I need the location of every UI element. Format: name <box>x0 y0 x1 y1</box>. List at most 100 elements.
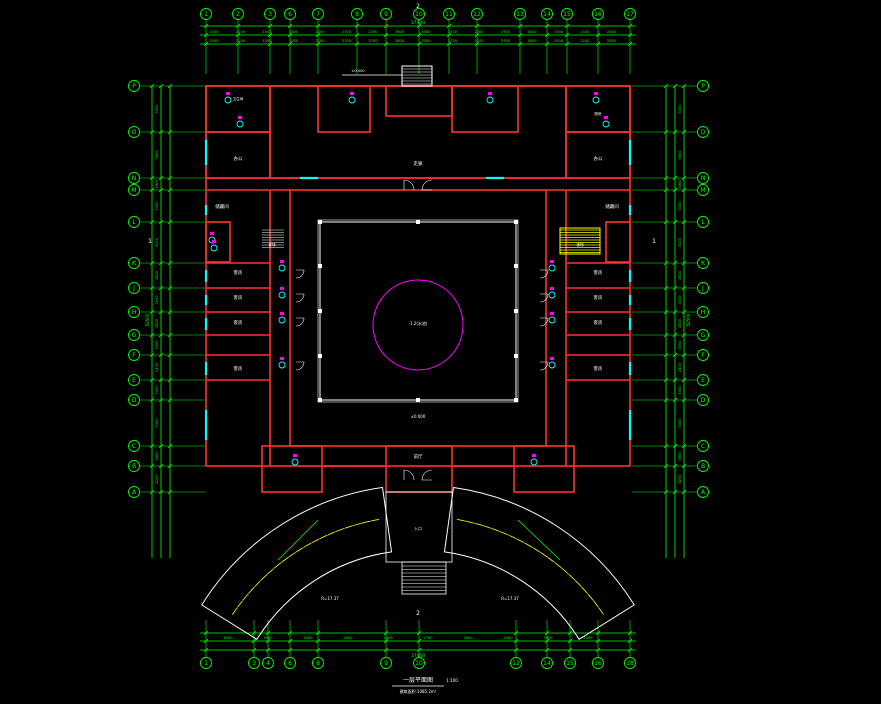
axis-bottom-9-circle <box>541 657 553 669</box>
dim-tick-left-0-2 <box>149 175 155 181</box>
label-arc_l: R=17.37 <box>321 596 339 601</box>
label-kitchen: 厨房 <box>594 111 602 116</box>
door-room-7 <box>539 317 549 327</box>
axis-top-1-text: 1 <box>204 11 208 18</box>
column-5 <box>416 220 420 224</box>
fixture-1 <box>224 96 232 104</box>
dim-tick-left-0-1 <box>149 129 155 135</box>
dim-tick-top-1-6 <box>383 32 389 38</box>
axis-bottom-9-text: 14 <box>543 660 551 667</box>
dim-tick-left-2-14 <box>167 489 173 495</box>
dim-tick-left-1-9 <box>158 352 164 358</box>
label-room_g: 客房 <box>594 319 603 326</box>
dim-top-seg-14: 1500 <box>554 39 564 43</box>
axis-top-15-circle <box>624 8 636 20</box>
axis-bottom-11-text: 16 <box>594 660 602 667</box>
dim-tick-top-2-14 <box>627 41 633 47</box>
dim-tick-top-2-3 <box>287 41 293 47</box>
dim-right-seg-8: 1800 <box>678 318 682 328</box>
dim-top-seg-5: 2700 <box>315 39 325 43</box>
dim-tick-top-2-5 <box>354 41 360 47</box>
axis-top-2-text: 2 <box>236 11 240 18</box>
fixture-tank-6 <box>488 92 492 95</box>
dim-tick-top-2-1 <box>235 41 241 47</box>
axis-left-15-circle <box>128 486 140 498</box>
axis-top-10-text: 12 <box>473 11 481 18</box>
dim-tick-bottom-1-2 <box>265 638 271 644</box>
dim-right-total: 52500 <box>686 313 691 326</box>
dim-top-seg-9: 3300 <box>421 39 431 43</box>
axis-top-14-text: 16 <box>594 11 602 18</box>
axis-top-15-text: 17 <box>626 11 634 18</box>
axis-right-4-circle <box>697 184 709 196</box>
fixture-tank-5 <box>350 92 354 95</box>
fixture-tank-13 <box>550 287 554 290</box>
axis-left-9-circle <box>128 329 140 341</box>
axis-left-10-text: F <box>132 352 136 359</box>
column-3 <box>318 398 322 402</box>
dim-tick-top-1-9 <box>474 32 480 38</box>
dim-top-seg2-2: 2100 <box>236 30 246 34</box>
label-lobby: 前厅 <box>414 453 423 460</box>
dim-tick-right-0-11 <box>663 397 669 403</box>
dim-tick-left-0-6 <box>149 285 155 291</box>
axis-right-5-text: L <box>701 219 705 226</box>
dim-tick-bottom-2-10 <box>595 647 601 653</box>
fixture-12 <box>548 264 556 272</box>
dim-top-seg2-10: 2700 <box>448 30 458 34</box>
axis-bottom-2-text: 3 <box>252 660 256 667</box>
axis-bottom-1-circle <box>200 657 212 669</box>
axis-bottom-3-text: 4 <box>266 660 270 667</box>
dim-top-seg2-3: 1500 <box>262 30 272 34</box>
axis-right-9-text: G <box>701 332 706 339</box>
dim-tick-top-2-9 <box>474 41 480 47</box>
dim-tick-right-2-10 <box>681 377 687 383</box>
axis-left-6-circle <box>128 257 140 269</box>
dim-tick-bottom-0-4 <box>315 630 321 636</box>
dim-tick-right-0-1 <box>663 129 669 135</box>
axis-top-7-text: 9 <box>384 11 388 18</box>
dim-top-seg2-9: 3300 <box>421 30 431 34</box>
dim-tick-top-0-2 <box>267 23 273 29</box>
axis-left-10-circle <box>128 349 140 361</box>
dim-tick-top-0-14 <box>627 23 633 29</box>
axis-right-12-text: D <box>701 397 706 404</box>
axis-right-2-circle <box>697 126 709 138</box>
dim-right-seg-10: 2400 <box>678 362 682 372</box>
axis-bottom-6-text: 9 <box>384 660 388 667</box>
axis-left-5-circle <box>128 216 140 228</box>
axis-bottom-10-circle <box>564 657 576 669</box>
dim-tick-bottom-1-8 <box>544 638 550 644</box>
dim-top-seg-15: 2100 <box>580 39 590 43</box>
arc-wing-left <box>201 486 393 641</box>
dim-right-seg-7: 3000 <box>678 295 682 305</box>
dim-tick-bottom-0-1 <box>251 630 257 636</box>
dim-tick-left-1-12 <box>158 443 164 449</box>
dim-tick-top-0-13 <box>595 23 601 29</box>
dim-tick-right-0-9 <box>663 352 669 358</box>
dim-tick-bottom-1-1 <box>251 638 257 644</box>
dim-tick-right-0-14 <box>663 489 669 495</box>
dim-tick-bottom-1-0 <box>203 638 209 644</box>
dim-tick-top-1-2 <box>267 32 273 38</box>
axis-bottom-8-circle <box>510 657 522 669</box>
dim-tick-left-0-10 <box>149 377 155 383</box>
dim-bottom-seg-5: 2400 <box>383 636 393 640</box>
drawing-title: 一层平面图 <box>403 677 433 684</box>
dim-tick-left-2-1 <box>167 129 173 135</box>
dim-tick-right-0-13 <box>663 463 669 469</box>
fixture-2 <box>236 120 244 128</box>
dim-right-seg-1: 3000 <box>678 104 682 114</box>
axis-left-7-text: J <box>132 285 135 292</box>
fixture-tank-18 <box>212 240 216 243</box>
dim-tick-left-2-4 <box>167 219 173 225</box>
dim-tick-left-0-7 <box>149 309 155 315</box>
axis-left-1-circle <box>128 80 140 92</box>
dim-tick-top-2-13 <box>595 41 601 47</box>
dim-left-seg-11: 3000 <box>155 385 159 395</box>
label-courtyard: -1.2(水池) <box>409 320 428 326</box>
column-9 <box>318 264 322 268</box>
axis-bottom-10-text: 15 <box>566 660 574 667</box>
dim-top-seg2-11: 2700 <box>474 30 484 34</box>
